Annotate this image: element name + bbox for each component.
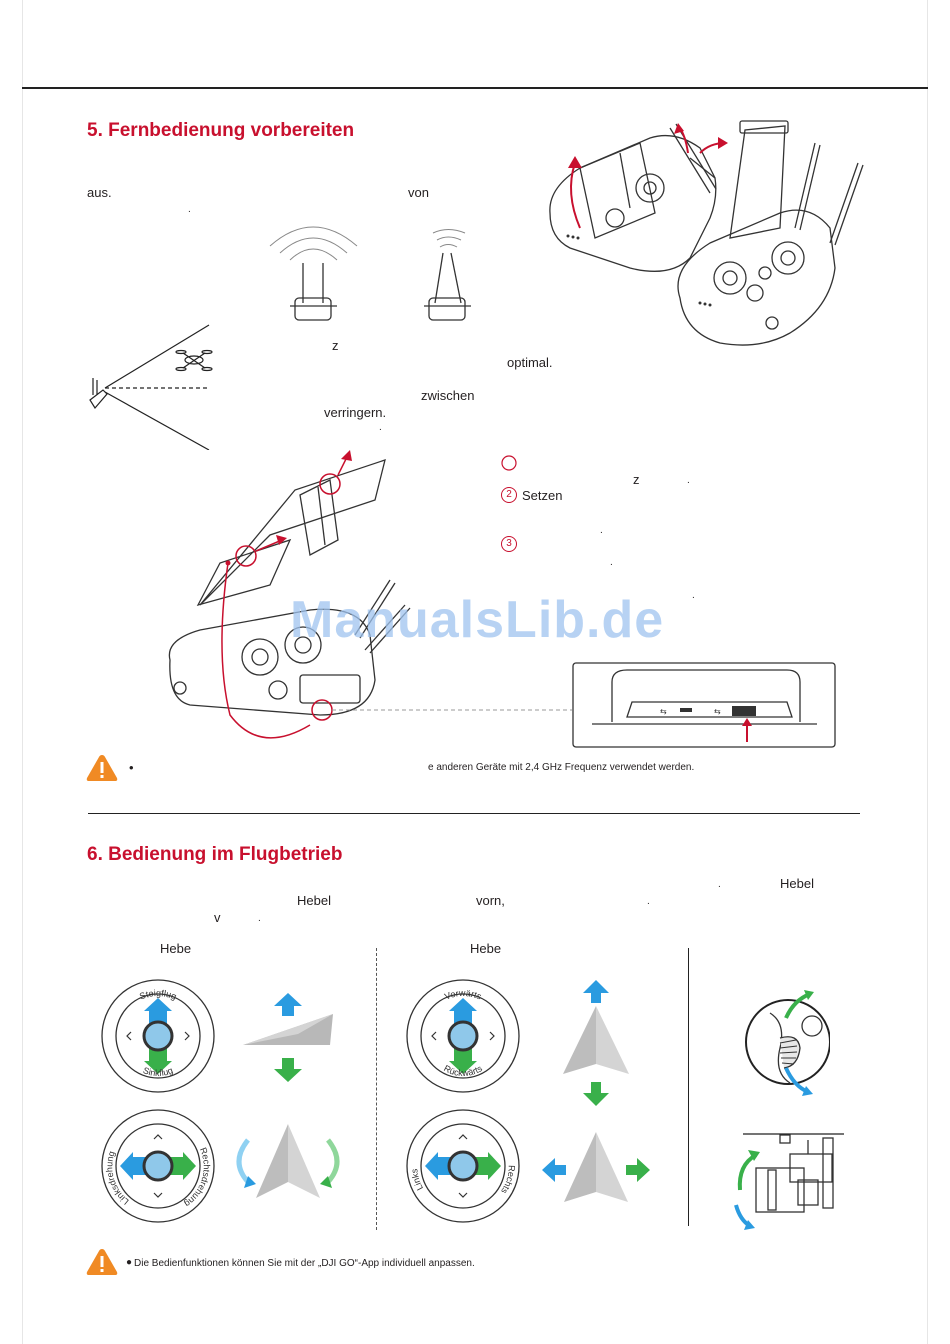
- note-bullet: ●: [126, 1257, 133, 1268]
- text-fragment: z: [633, 472, 640, 487]
- paper-plane-icon: [243, 993, 333, 1082]
- drone-icon: [175, 349, 213, 372]
- antenna-signal-illustration: [269, 226, 471, 321]
- svg-text:Rückwärts: Rückwärts: [442, 1063, 484, 1078]
- text-fragment: v: [214, 910, 221, 925]
- port-inset-illustration: ⇆⇆: [572, 662, 836, 748]
- paper-plane-icon: [563, 980, 629, 1106]
- remote-with-holder-illustration: [168, 450, 572, 739]
- text-fragment: .: [188, 204, 191, 215]
- text-fragment: Hebel: [780, 876, 814, 891]
- joystick-diagram: Vorwärts Rückwärts: [406, 979, 520, 1093]
- right-column-label: Hebe: [470, 941, 502, 956]
- stick-label-bottom: Sinkflug: [142, 1065, 175, 1078]
- svg-text:⇆: ⇆: [660, 707, 667, 716]
- text-fragment: .: [687, 475, 690, 486]
- step-2-text: Setzen: [522, 488, 563, 503]
- text-fragment: z: [332, 338, 339, 353]
- paper-plane-icon: [236, 1124, 340, 1198]
- page-edge-right: [927, 0, 928, 1344]
- svg-text:⇆: ⇆: [714, 707, 721, 716]
- text-fragment: .: [600, 525, 603, 536]
- text-fragment: .: [258, 913, 261, 924]
- joystick-diagram: Linksdrehung Rechtsdrehung: [101, 1109, 215, 1223]
- paper-plane-icon: [542, 1132, 650, 1202]
- header-rule: [22, 87, 928, 89]
- warning-icon: [86, 1249, 118, 1275]
- warning-bullet: •: [129, 760, 134, 775]
- text-fragment: optimal.: [507, 355, 553, 370]
- stick-label-top: Vorwärts: [443, 988, 483, 1002]
- stick-label-bottom: Rückwärts: [442, 1063, 484, 1078]
- column-divider: [688, 948, 689, 1226]
- text-fragment: von: [408, 185, 429, 200]
- text-fragment: .: [647, 896, 650, 907]
- text-fragment: verringern.: [324, 405, 387, 420]
- step-2-marker: 2: [501, 487, 517, 503]
- warning-icon: [86, 755, 118, 781]
- signal-range-illustration: [89, 324, 213, 450]
- section-5-title: 5. Fernbedienung vorbereiten: [87, 120, 355, 141]
- watermark: ManualsLib.de: [290, 591, 665, 649]
- note-text: Die Bedienfunktionen können Sie mit der …: [134, 1258, 475, 1269]
- text-fragment: .: [610, 557, 613, 568]
- remote-controller-illustration: [549, 120, 864, 346]
- gimbal-camera-illustration: [734, 1133, 844, 1230]
- text-fragment: .: [379, 422, 382, 433]
- gimbal-dial-illustration: [745, 990, 830, 1096]
- text-fragment: vorn,: [476, 893, 505, 908]
- page-edge-left: [22, 0, 23, 1344]
- joystick-diagram: Links Rechts: [406, 1109, 520, 1223]
- text-fragment: .: [718, 879, 721, 890]
- step-3-marker: 3: [501, 536, 517, 552]
- section-6-title: 6. Bedienung im Flugbetrieb: [87, 844, 343, 865]
- text-fragment: Hebel: [297, 893, 331, 908]
- section-divider: [88, 813, 860, 814]
- text-fragment: aus.: [87, 185, 112, 200]
- step-1-marker: [501, 455, 517, 471]
- svg-text:Sinkflug: Sinkflug: [142, 1065, 175, 1078]
- joystick-diagram: Steigflug Sinkflug: [101, 979, 215, 1093]
- left-column-label: Hebe: [160, 941, 192, 956]
- text-fragment: zwischen: [421, 388, 475, 403]
- text-fragment: .: [692, 590, 695, 601]
- svg-text:Vorwärts: Vorwärts: [443, 988, 483, 1002]
- warning-text: e anderen Geräte mit 2,4 GHz Frequenz ve…: [428, 762, 695, 773]
- column-divider: [376, 948, 377, 1230]
